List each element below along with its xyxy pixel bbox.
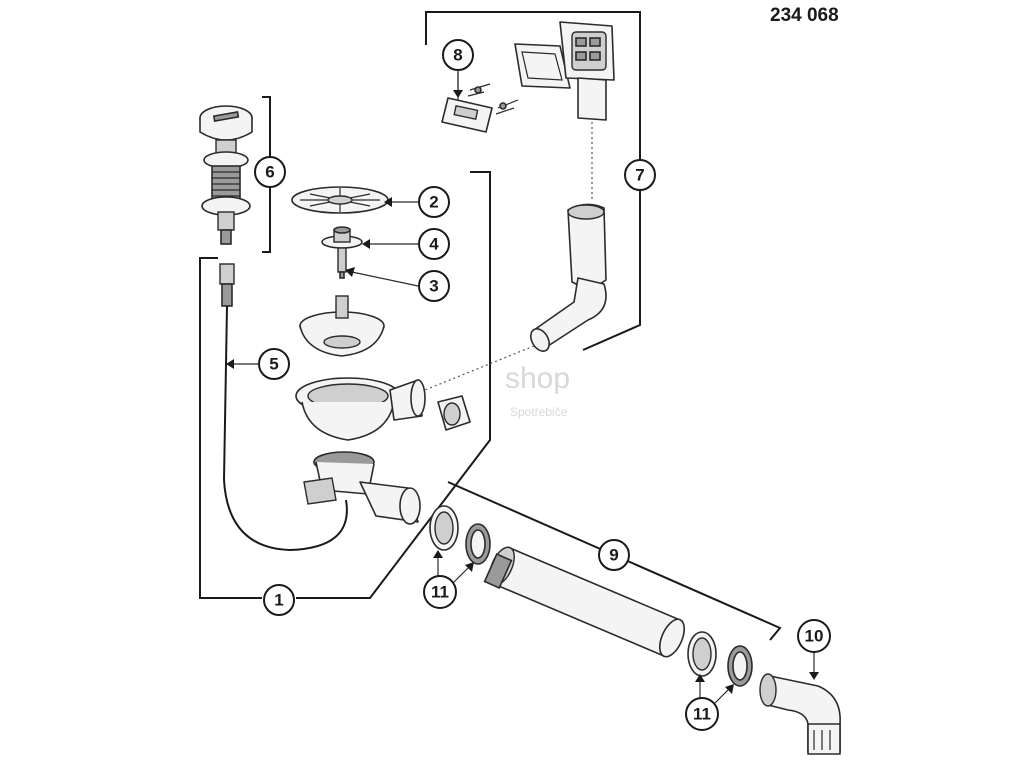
callout-7: 7 bbox=[624, 159, 656, 191]
bracket-9 bbox=[447, 481, 782, 641]
svg-text:2: 2 bbox=[429, 193, 438, 212]
bracket-7 bbox=[425, 11, 641, 351]
trap-connector bbox=[303, 451, 421, 525]
svg-text:shop: shop bbox=[505, 362, 570, 395]
basket bbox=[299, 295, 385, 357]
part-3-stem bbox=[337, 247, 347, 279]
svg-text:7: 7 bbox=[635, 166, 644, 185]
part-11-nut-right bbox=[687, 631, 753, 687]
svg-text:11: 11 bbox=[693, 705, 711, 724]
part-4-plug-head bbox=[321, 226, 363, 249]
callout-1: 1 bbox=[263, 584, 295, 616]
part-11-nut-left bbox=[429, 505, 491, 565]
catalog-number: 234 068 bbox=[770, 5, 839, 26]
callout-9: 9 bbox=[598, 539, 630, 571]
bracket-1 bbox=[199, 171, 491, 599]
callout-11-left: 11 bbox=[423, 575, 457, 609]
callout-8: 8 bbox=[442, 39, 474, 71]
callout-3: 3 bbox=[418, 270, 450, 302]
svg-text:11: 11 bbox=[431, 583, 449, 602]
svg-text:6: 6 bbox=[265, 163, 274, 182]
part-10-elbow bbox=[759, 673, 841, 755]
svg-text:3: 3 bbox=[429, 277, 438, 296]
svg-text:Spotřebiče: Spotřebiče bbox=[510, 405, 568, 419]
svg-text:4: 4 bbox=[429, 235, 439, 254]
part-6-remote-button bbox=[199, 105, 253, 245]
part-7-overflow bbox=[419, 21, 615, 393]
callout-6: 6 bbox=[254, 156, 286, 188]
callout-5: 5 bbox=[258, 348, 290, 380]
callout-4: 4 bbox=[418, 228, 450, 260]
watermark: shop Spotřebiče bbox=[505, 362, 570, 419]
svg-text:1: 1 bbox=[274, 591, 283, 610]
svg-text:10: 10 bbox=[805, 627, 824, 646]
part-2-strainer bbox=[291, 186, 389, 214]
waste-body bbox=[295, 377, 471, 441]
svg-text:9: 9 bbox=[609, 546, 618, 565]
callout-10: 10 bbox=[797, 619, 831, 653]
callout-2: 2 bbox=[418, 186, 450, 218]
svg-text:5: 5 bbox=[269, 355, 278, 374]
leader-lines bbox=[226, 72, 819, 707]
part-8-cover-plate bbox=[441, 70, 519, 133]
svg-text:8: 8 bbox=[453, 46, 462, 65]
callout-11-right: 11 bbox=[685, 697, 719, 731]
part-5-cable bbox=[219, 263, 348, 552]
part-9-tube bbox=[483, 546, 686, 658]
